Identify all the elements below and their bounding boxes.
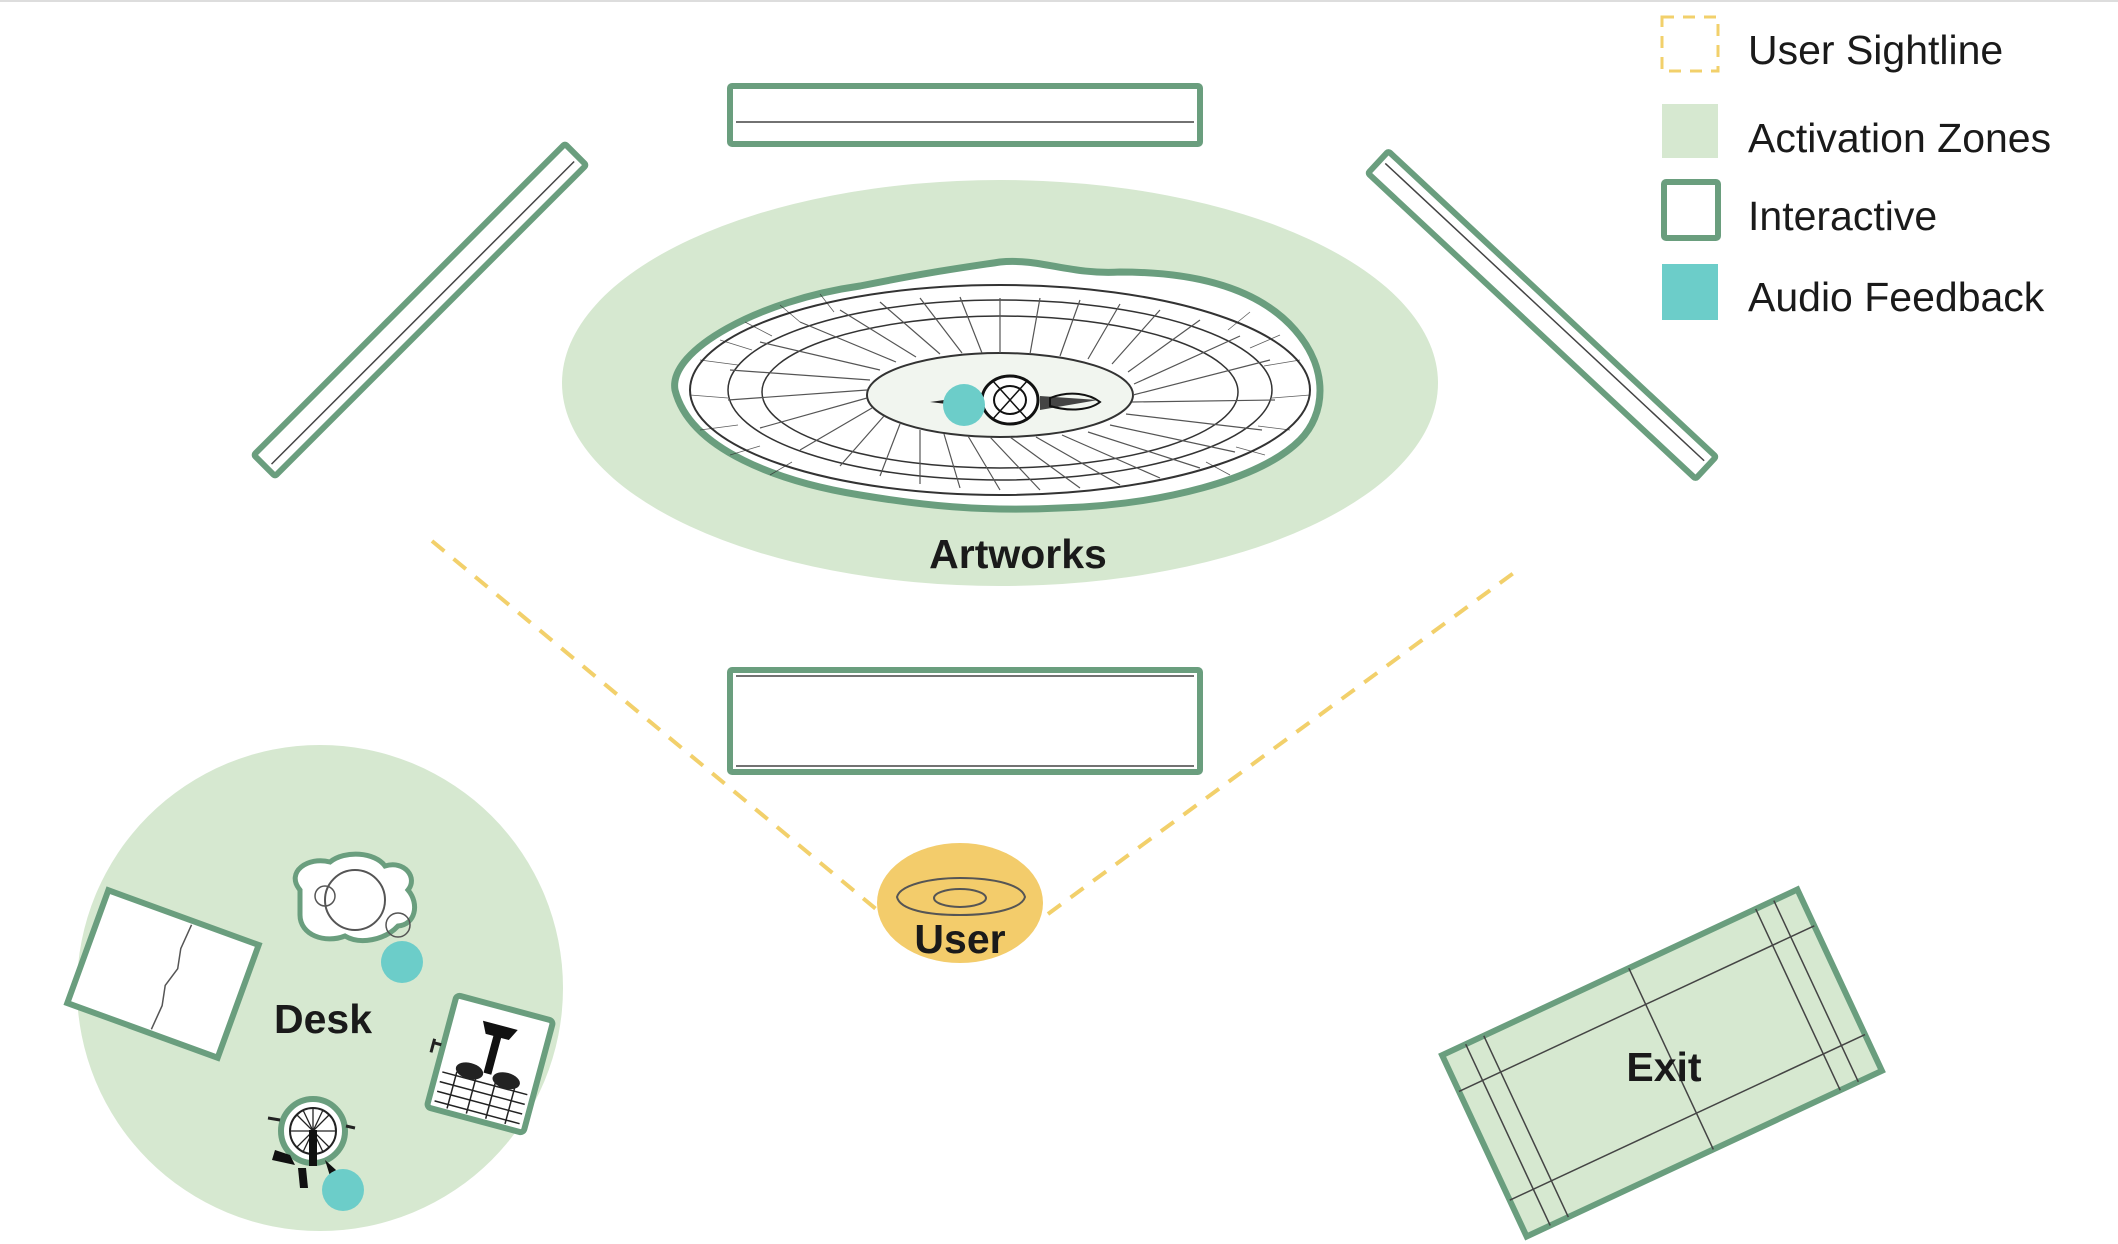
artworks-label: Artworks: [929, 531, 1107, 577]
legend-sightline-swatch: [1660, 15, 1720, 73]
chair-icon[interactable]: [292, 851, 418, 943]
desk-audio-feedback-dot-top: [381, 941, 423, 983]
legend: User Sightline Activation Zones Interact…: [1660, 15, 2051, 320]
user-sightline: [430, 539, 1517, 916]
desk-label: Desk: [274, 996, 372, 1042]
user-label: User: [914, 916, 1005, 962]
legend-interactive-label: Interactive: [1748, 193, 1937, 239]
right-diagonal-panel[interactable]: [1365, 149, 1719, 481]
legend-audio-swatch: [1662, 264, 1718, 320]
tripod-icon[interactable]: [267, 1096, 356, 1188]
artworks-audio-feedback-dot: [943, 384, 985, 426]
table-icon[interactable]: [63, 886, 263, 1062]
user-marker[interactable]: [877, 843, 1043, 963]
bottom-panel[interactable]: [727, 667, 1203, 775]
top-panel[interactable]: [727, 83, 1203, 147]
legend-sightline-label: User Sightline: [1748, 27, 2003, 73]
legend-audio-label: Audio Feedback: [1748, 274, 2045, 320]
exit-zone[interactable]: [1438, 885, 1886, 1241]
left-diagonal-panel[interactable]: [251, 141, 589, 479]
legend-activation-label: Activation Zones: [1748, 115, 2051, 161]
exit-label: Exit: [1626, 1044, 1702, 1090]
legend-activation-swatch: [1662, 104, 1718, 158]
legend-interactive-swatch: [1661, 179, 1721, 241]
desk-audio-feedback-dot-bottom: [322, 1169, 364, 1211]
cart-icon[interactable]: [417, 992, 556, 1136]
